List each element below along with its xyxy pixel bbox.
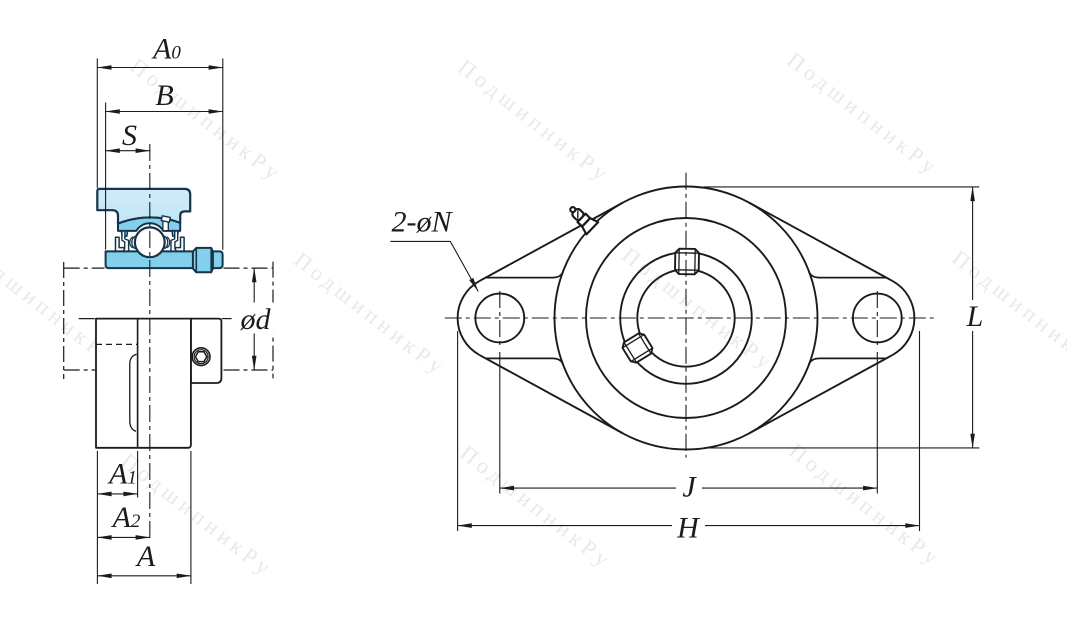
label-text: A: [111, 501, 132, 534]
drawing-line: [479, 354, 624, 435]
flange-web-edges: [485, 270, 887, 366]
drawing-path: [191, 246, 214, 274]
label-background: [160, 215, 171, 223]
drawing-path: [131, 235, 136, 250]
drawing-path: [129, 236, 134, 249]
front-view: 2-øN J H L: [390, 172, 989, 545]
drawing-line: [577, 210, 579, 219]
collar-set-screw: [191, 246, 214, 274]
extension-lines: [96, 58, 224, 584]
drawing-path: [807, 357, 887, 366]
drawing-path: [485, 270, 565, 279]
label-text: 2: [131, 511, 141, 532]
label-text: A: [151, 33, 172, 66]
dim-label-a0: A0: [151, 33, 181, 66]
label-background: [236, 302, 276, 334]
dim-label-h: H: [676, 512, 701, 545]
lubrication-hole: [160, 215, 171, 232]
dim-label-j: J: [682, 471, 697, 504]
dim-label-a1: A1: [107, 458, 137, 491]
front-extension-lines: [457, 186, 980, 531]
label-background: [961, 300, 989, 331]
set-screw-top: [673, 247, 701, 276]
drawing-circle: [569, 205, 577, 214]
hex-socket-screw: [191, 347, 211, 367]
bolt-holes-label: 2-øN: [392, 206, 454, 239]
seal-cage-section: [114, 230, 136, 252]
bolt-leader-line: [390, 240, 479, 292]
dim-label-a: A: [135, 540, 156, 573]
housing-section: [96, 187, 192, 225]
label-background: [676, 474, 702, 502]
drawing-part: [163, 230, 185, 252]
drawing-line: [748, 354, 893, 435]
grease-fitting: [569, 205, 600, 236]
dim-label-a2: A2: [111, 501, 141, 534]
drawing-path: [807, 270, 887, 279]
label-background: [672, 517, 705, 540]
flange-plate-side: [95, 317, 192, 449]
web-contour: [129, 353, 137, 433]
drawing-line: [479, 201, 624, 282]
label-text: A: [107, 458, 128, 491]
drawing-path: [194, 351, 208, 363]
dim-label-shaft: ød: [240, 303, 272, 336]
dim-label-s: S: [122, 119, 137, 152]
dim-label-b: B: [155, 79, 173, 112]
label-text: 1: [127, 468, 137, 489]
side-view: A0 B S ød A1 A2 A: [63, 33, 276, 584]
dim-label-l: L: [966, 300, 984, 333]
label-text: 0: [171, 43, 181, 64]
set-screw-lower-left: [619, 330, 656, 366]
drawing-path: [485, 357, 565, 366]
drawing-line: [748, 201, 893, 282]
front-centerlines: [444, 172, 934, 458]
